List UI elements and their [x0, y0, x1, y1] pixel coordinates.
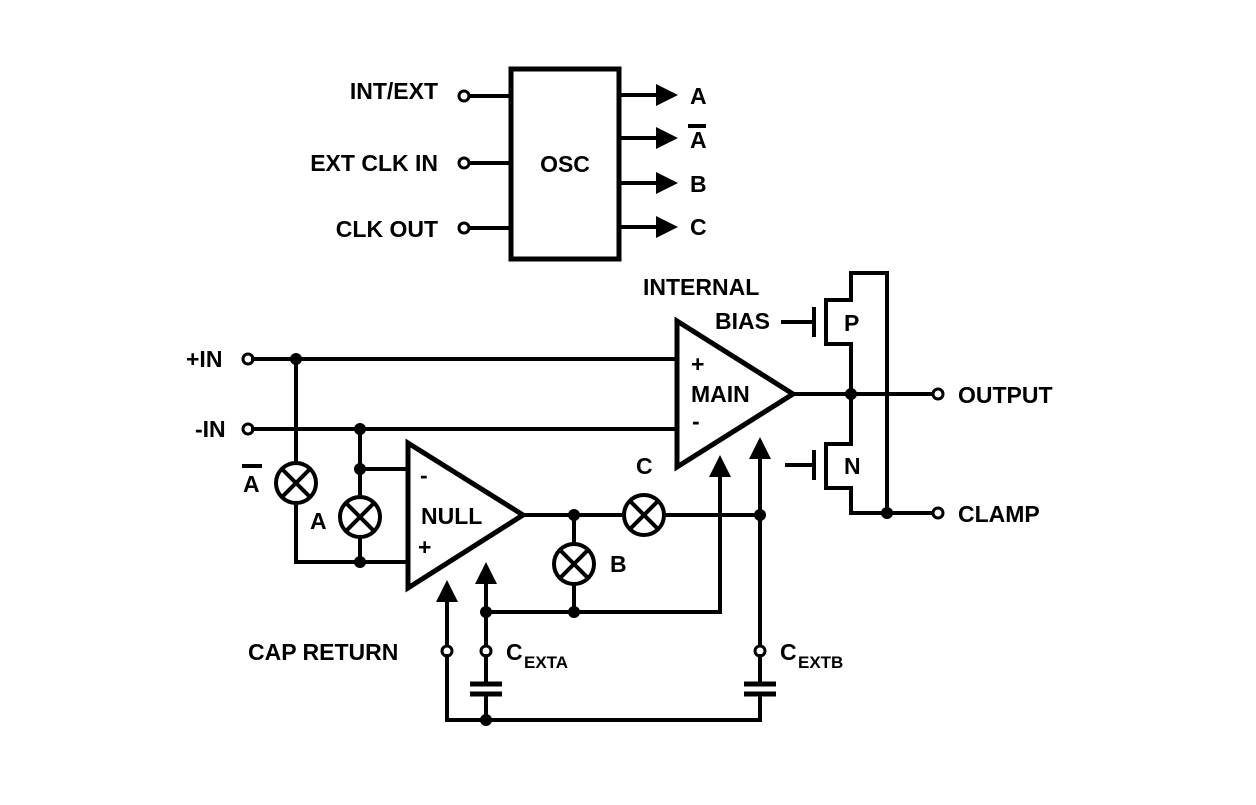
switch-c-label: C [636, 453, 653, 479]
osc-out-a-label: A [690, 83, 707, 109]
in-plus-label: +IN [186, 346, 222, 372]
int-ext-terminal [457, 89, 471, 103]
null-amplifier: - + NULL [405, 438, 626, 593]
bias-line2: BIAS [715, 308, 770, 334]
switch-a-bar [274, 461, 318, 505]
clk-out-terminal [457, 221, 471, 235]
ext-clk-in-label: EXT CLK IN [310, 150, 438, 176]
output-terminal [931, 387, 945, 401]
null-plus: + [418, 534, 431, 560]
main-amplifier: + - MAIN OUTPUT [674, 316, 1053, 472]
clamp-terminal [931, 506, 945, 520]
cextb-sub: EXTB [798, 653, 843, 672]
ext-clk-in-terminal [457, 156, 471, 170]
in-minus-label: -IN [195, 416, 226, 442]
main-plus: + [691, 351, 704, 377]
switch-c: C [622, 453, 766, 537]
switch-a [338, 495, 382, 539]
cap-lines: CAP RETURN C EXTA C EXTB [248, 437, 843, 726]
inputs: +IN -IN [186, 346, 679, 442]
clk-out-label: CLK OUT [336, 216, 438, 242]
null-minus: - [420, 462, 428, 488]
switch-a-bar-label: A [243, 471, 260, 497]
int-ext-label: INT/EXT [350, 78, 438, 104]
switch-b-label: B [610, 551, 627, 577]
cap-return-label: CAP RETURN [248, 639, 398, 665]
bias-line1: INTERNAL [643, 274, 759, 300]
clamp-label: CLAMP [958, 501, 1040, 527]
null-label: NULL [421, 503, 482, 529]
cextb-label: C [780, 639, 797, 665]
cexta-label: C [506, 639, 523, 665]
osc-label: OSC [540, 151, 590, 177]
cexta-sub: EXTA [524, 653, 568, 672]
oscillator-block: OSC INT/EXT EXT CLK IN CLK OUT A A B C [310, 66, 707, 262]
switch-b: B [552, 513, 627, 618]
input-switches: A A [242, 357, 410, 568]
osc-out-abar-label: A [690, 127, 707, 153]
p-label: P [844, 310, 859, 336]
main-minus: - [692, 408, 700, 434]
osc-out-b-label: B [690, 171, 707, 197]
n-label: N [844, 453, 861, 479]
main-label: MAIN [691, 381, 750, 407]
switch-a-label: A [310, 508, 327, 534]
bias-clamp: INTERNAL BIAS P N CLAMP [643, 271, 1040, 527]
output-label: OUTPUT [958, 382, 1053, 408]
osc-out-c-label: C [690, 214, 707, 240]
